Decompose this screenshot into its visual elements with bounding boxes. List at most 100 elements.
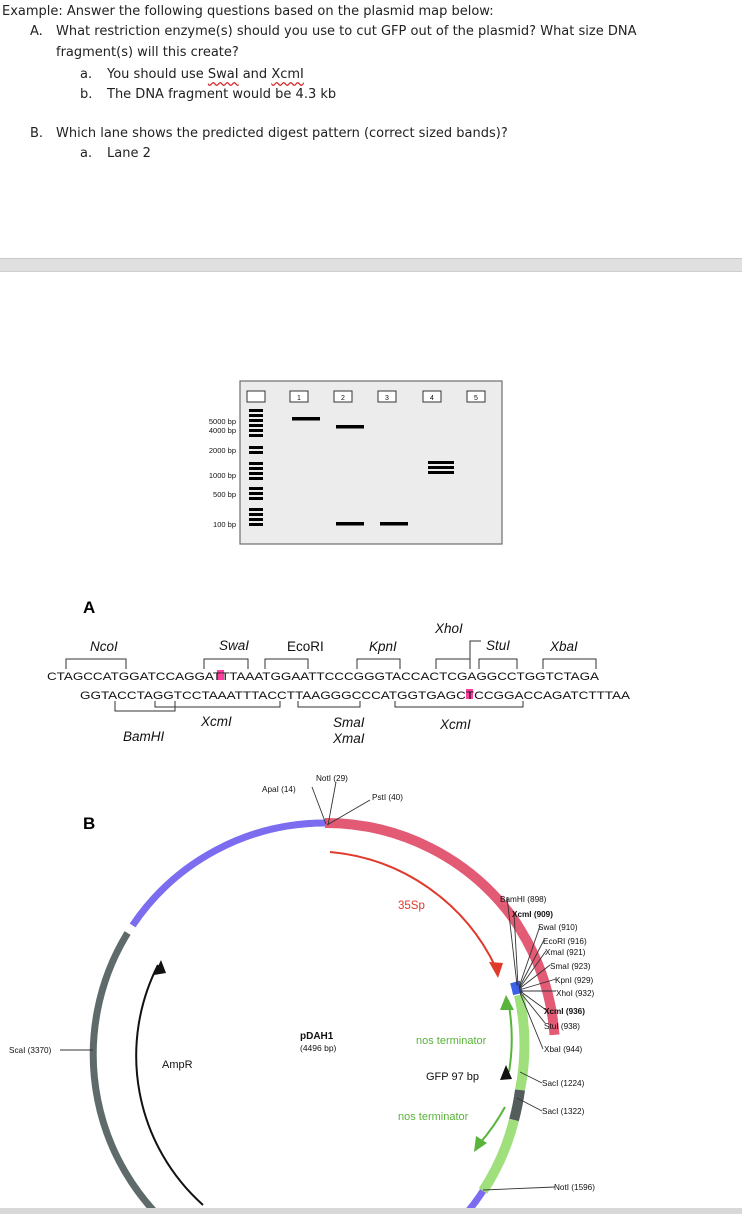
bracket-kpni (356, 658, 401, 669)
panel-a-label: A (83, 598, 95, 617)
bracket-xcmi-left (154, 701, 281, 708)
ladder-band (249, 467, 263, 470)
site-label-xhoi: XhoI (434, 621, 463, 636)
panel-a: A NcoI SwaI EcoRI KpnI XhoI StuI XbaI CT… (47, 598, 631, 746)
feature-label-nos-2: nos terminator (398, 1111, 469, 1123)
gel-well-ladder (246, 390, 266, 403)
site-saci-1322: SacI (1322) (542, 1107, 585, 1116)
ladder-band (249, 477, 263, 480)
nos-terminator-arc-1 (514, 993, 530, 1091)
bracket-ecori (264, 658, 309, 669)
worksheet-title: Example: Answer the following questions … (2, 4, 494, 19)
gel-well-3 (377, 390, 397, 403)
site-bamhi-898: BamHI (898) (500, 895, 547, 904)
lane4-band (428, 466, 454, 469)
feature-label-promoter: 35Sp (398, 900, 425, 912)
mcs-arc (510, 980, 523, 996)
site-label-swai: SwaI (219, 638, 249, 653)
answer-a1: You should use SwaI and XcmI (107, 64, 304, 86)
ladder-band (249, 513, 263, 516)
site-xmai-921: XmaI (921) (545, 948, 586, 957)
top-site-brackets (65, 640, 597, 669)
bracket-xhoi-leader (469, 640, 481, 659)
gel-well-2 (333, 390, 353, 403)
ladder-label-1000: 1000 bp (209, 471, 236, 480)
site-label-kpni: KpnI (369, 639, 397, 654)
ladder-label-500: 500 bp (213, 490, 236, 499)
gfp-arc (509, 1089, 525, 1122)
site-scai-3370: ScaI (3370) (9, 1046, 52, 1055)
feature-label-nos-1: nos terminator (416, 1035, 487, 1047)
site-leader-lines (60, 781, 557, 1191)
site-label-ncoi: NcoI (90, 639, 118, 654)
gel-well-1 (289, 390, 309, 403)
ladder-band (249, 414, 263, 417)
ladder-band (249, 518, 263, 521)
lane3-band (380, 522, 408, 526)
site-xhoi-932: XhoI (932) (556, 989, 595, 998)
panel-b: B pDAH1 (4496 bp) (9, 774, 595, 1214)
site-swai-910: SwaI (910) (538, 923, 578, 932)
answer-a1-marker: a. (80, 67, 93, 82)
site-noti-29: NotI (29) (316, 774, 348, 783)
answer-a2-marker: b. (80, 87, 93, 102)
bracket-xhoi (435, 658, 471, 669)
ladder-band (249, 487, 263, 490)
site-label-xmai: XmaI (332, 731, 365, 746)
terminator-arrowhead-1 (500, 995, 514, 1010)
gel-well-5 (466, 390, 486, 403)
bracket-bamhi (114, 701, 176, 712)
ladder-band (249, 424, 263, 427)
answer-a1-enzyme-1: SwaI (207, 67, 239, 82)
answer-a1-enzyme-2: XcmI (271, 67, 304, 82)
ladder-band (249, 523, 263, 526)
question-a-marker: A. (30, 24, 43, 39)
site-stui-938: StuI (938) (544, 1022, 580, 1031)
ladder-band (249, 419, 263, 422)
question-a-text-line2: fragment(s) will this create? (56, 45, 239, 60)
question-b-marker: B. (30, 126, 44, 141)
site-saci-1224: SacI (1224) (542, 1079, 585, 1088)
site-label-xbai: XbaI (549, 639, 578, 654)
lane4-band (428, 461, 454, 464)
terminator-arrow-2 (479, 1106, 506, 1144)
question-b-text: Which lane shows the predicted digest pa… (56, 126, 508, 141)
panel-b-label: B (83, 814, 95, 833)
terminator-arrow-1 (507, 999, 513, 1073)
answer-b1-marker: a. (80, 146, 93, 161)
lane1-band (292, 417, 320, 421)
site-apai-14: ApaI (14) (262, 785, 296, 794)
lane4-band (428, 471, 454, 474)
site-label-smai: SmaI (333, 715, 365, 730)
feature-label-ampr: AmpR (162, 1059, 193, 1071)
lane-label-5: 5 (474, 395, 478, 402)
ladder-band (249, 429, 263, 432)
lane-label-4: 4 (430, 395, 434, 402)
site-noti-1596: NotI (1596) (554, 1183, 595, 1192)
site-ecori-916: EcoRI (916) (543, 937, 587, 946)
ladder-band (249, 462, 263, 465)
nos-terminator-arc-2 (478, 1118, 519, 1194)
gel-figure: 1 2 3 4 5 5000 bp 4000 bp 2000 bp 1000 b… (209, 380, 503, 545)
lane-label-3: 3 (385, 395, 389, 402)
bracket-xbai (542, 658, 597, 669)
ampr-arc (89, 931, 162, 1214)
page-bottom-bar (0, 1208, 742, 1214)
bracket-smai-xmai (297, 701, 361, 708)
lane2-band-small (336, 522, 364, 526)
answer-b1: Lane 2 (107, 146, 151, 161)
plasmid-size: (4496 bp) (300, 1043, 337, 1053)
dna-bottom-strand: GGTACCTAGGTCCTAAATTTACCTTAAGGGCCCATGGTGA… (80, 690, 631, 702)
site-label-xcmi-left: XcmI (200, 714, 232, 729)
site-smai-923: SmaI (923) (550, 962, 591, 971)
promoter-arc (324, 817, 518, 921)
backbone-arc-bottom-right (461, 1189, 486, 1214)
dna-top-strand: CTAGCCATGGATCCAGGATTTAAATGGAATTCCCGGGTAC… (47, 671, 600, 683)
ladder-label-4000: 4000 bp (209, 426, 236, 435)
ladder-band (249, 492, 263, 495)
ladder-label-100: 100 bp (213, 520, 236, 529)
promoter-arrowhead (489, 962, 503, 978)
gel-box (239, 380, 503, 545)
answer-a1-prefix: You should use (107, 67, 208, 82)
